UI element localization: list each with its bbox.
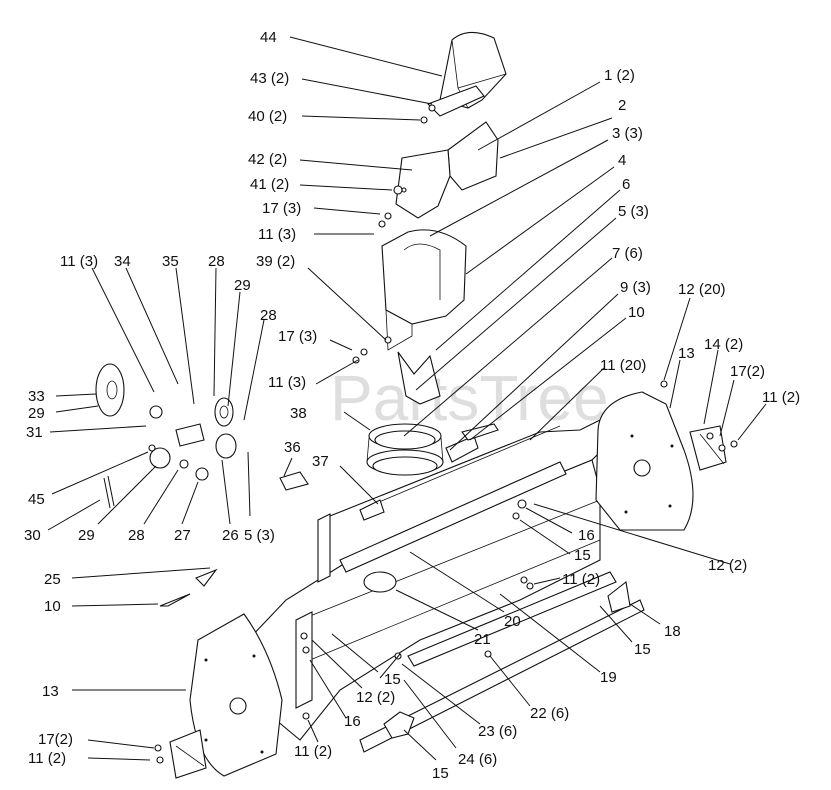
callout-labels: 44 43 (2) 40 (2) 42 (2) 41 (2) 17 (3) 11… [24,29,800,782]
label-17-right: 17(2) [730,363,765,380]
label-40: 40 (2) [248,108,287,125]
label-44: 44 [260,29,277,46]
label-6: 6 [622,176,630,193]
label-12-left: 12 (2) [356,689,395,706]
label-29-left: 29 [28,405,45,422]
label-15-far-right: 15 [634,641,651,658]
label-11-bottom-left: 11 (2) [28,750,66,767]
label-14: 14 (2) [704,336,743,353]
label-33: 33 [28,388,45,405]
label-12-top: 12 (20) [678,281,726,298]
label-16-right: 16 [578,527,595,544]
label-5-top: 5 (3) [618,203,649,220]
label-30: 30 [24,527,41,544]
label-39: 39 (2) [256,253,295,270]
label-11-upper: 11 (3) [258,226,296,243]
label-2: 2 [618,97,626,114]
label-24: 24 (6) [458,751,497,768]
label-25: 25 [44,571,61,588]
label-28-top: 28 [208,253,225,270]
label-15-right: 15 [574,547,591,564]
label-38: 38 [290,405,307,422]
label-13-left: 13 [42,683,59,700]
part-drawings [95,31,738,779]
label-11-bottom: 11 (2) [294,743,332,760]
label-7: 7 (6) [612,245,643,262]
label-10-left: 10 [44,598,61,615]
label-11-center: 11 (2) [562,571,600,588]
label-16-left: 16 [344,713,361,730]
label-20: 20 [504,613,521,630]
label-4: 4 [618,152,626,169]
label-15-center: 15 [384,671,401,688]
label-18: 18 [664,623,681,640]
label-45: 45 [28,491,45,508]
label-5-bottom: 5 (3) [244,527,275,544]
watermark: PartsTree [330,362,609,434]
label-36: 36 [284,439,301,456]
label-11-mid: 11 (3) [268,374,306,391]
label-37: 37 [312,453,329,470]
label-21: 21 [474,631,491,648]
label-27: 27 [174,527,191,544]
label-13-right: 13 [678,345,695,362]
label-11-far-right: 11 (2) [762,389,800,406]
label-9: 9 (3) [620,279,651,296]
label-17-upper: 17 (3) [262,200,301,217]
label-12-right: 12 (2) [708,557,747,574]
label-29-bottom: 29 [78,527,95,544]
label-22: 22 (6) [530,705,569,722]
label-11-right: 11 (20) [600,357,646,374]
label-19: 19 [600,669,617,686]
label-26: 26 [222,527,239,544]
label-41: 41 (2) [250,176,289,193]
label-17-left: 17(2) [38,731,73,748]
label-31: 31 [26,424,43,441]
label-29-top: 29 [234,277,251,294]
label-17-mid: 17 (3) [278,328,317,345]
label-3: 3 (3) [612,125,643,142]
label-23: 23 (6) [478,723,517,740]
label-28-bottom: 28 [128,527,145,544]
leader-lines [47,36,767,761]
label-10-top: 10 [628,304,645,321]
label-42: 42 (2) [248,151,287,168]
label-15-bottom: 15 [432,765,449,782]
label-11-left: 11 (3) [60,253,98,270]
label-43: 43 (2) [250,70,289,87]
label-1: 1 (2) [604,67,635,84]
label-34: 34 [114,253,131,270]
label-35: 35 [162,253,179,270]
label-28-mid: 28 [260,307,277,324]
